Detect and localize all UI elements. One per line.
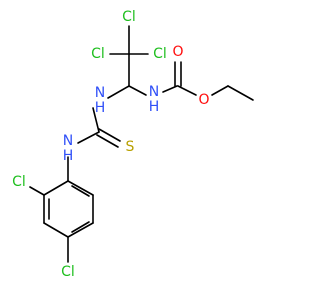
bond-cs-double-b <box>96 134 119 148</box>
bond-cs-double-a <box>98 128 121 142</box>
atom-cl-right: Cl <box>153 46 167 62</box>
ring-double-2 <box>71 221 90 233</box>
atom-cl-ring-para: Cl <box>61 264 75 280</box>
bond-oester-ch2 <box>211 85 229 96</box>
ring-bond-1 <box>43 180 69 196</box>
bond-nh-thioc <box>92 107 100 133</box>
bonds <box>29 25 254 263</box>
bond-ch-nh-right <box>128 85 147 96</box>
atom-cl-left: Cl <box>91 46 105 62</box>
ring-bond-4 <box>67 222 94 238</box>
bond-ch2-ch3 <box>227 85 254 101</box>
bond-nh-carbonylc <box>162 85 178 93</box>
atom-cl-ring-ortho: Cl <box>12 174 26 190</box>
atom-o-carbonyl: O <box>172 44 183 60</box>
atom-o-ester: O <box>198 92 209 108</box>
ring-double-3 <box>71 185 90 197</box>
ring-bond-3 <box>43 222 69 238</box>
bond-c-oester <box>177 85 197 96</box>
atom-cl-top: Cl <box>122 9 136 25</box>
bond-ch-nh-left <box>107 85 130 99</box>
bond-ring-cl-ortho <box>29 186 45 196</box>
ring-bond-6 <box>67 180 94 196</box>
bond-thioc-nharyl <box>77 131 100 144</box>
atom-s-thio: S <box>126 139 135 155</box>
